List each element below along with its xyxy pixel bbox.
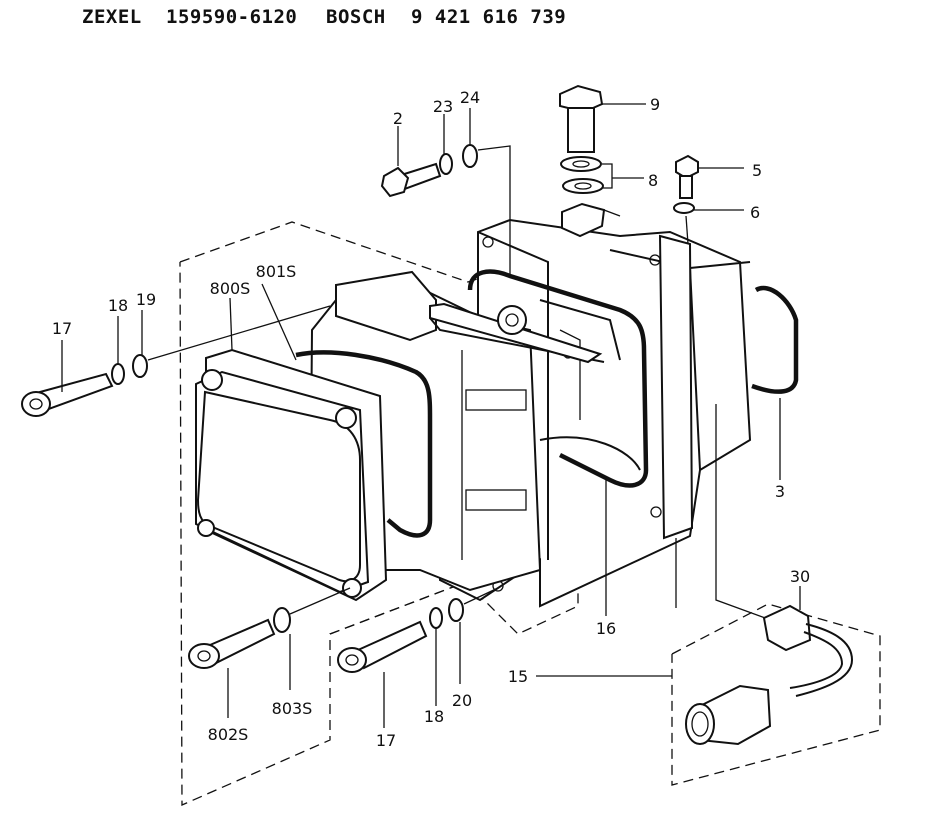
label-part-23: 23 — [433, 97, 453, 116]
screw-group-outline — [329, 581, 467, 635]
header-brand-bosch: BOSCH — [326, 6, 386, 28]
label-part-20: 20 — [452, 691, 472, 710]
header-zexel-part-number: 159590-6120 — [166, 6, 298, 28]
label-part-802s: 802S — [208, 725, 249, 744]
group-outlines — [179, 221, 881, 806]
callout-labels: 2 23 24 9 8 5 6 801S 800S 17 18 19 3 30 … — [52, 88, 810, 750]
bolt-17-lower — [337, 587, 499, 673]
banjo-bolt-9 — [559, 84, 621, 238]
label-part-803s: 803S — [272, 699, 313, 718]
gasket-16 — [467, 269, 649, 488]
label-part-19: 19 — [136, 290, 156, 309]
header-brand-zexel: ZEXEL — [82, 6, 142, 28]
label-part-16: 16 — [596, 619, 616, 638]
label-part-18-lower: 18 — [424, 707, 444, 726]
bolt-802s — [188, 587, 351, 669]
label-part-3: 3 — [775, 482, 785, 501]
gasket-801s — [295, 350, 433, 538]
label-part-24: 24 — [460, 88, 480, 107]
bolt-2 — [380, 144, 511, 276]
label-part-2: 2 — [393, 109, 403, 128]
screw-5 — [673, 154, 699, 245]
cover-group-outline — [179, 221, 579, 806]
label-part-6: 6 — [750, 203, 760, 222]
label-part-30: 30 — [790, 567, 810, 586]
label-part-17-lower: 17 — [376, 731, 396, 750]
cover-800s — [195, 348, 388, 602]
label-part-18-left: 18 — [108, 296, 128, 315]
label-part-800s: 800S — [210, 279, 251, 298]
connector-30 — [685, 404, 854, 746]
label-part-15: 15 — [508, 667, 528, 686]
label-part-8: 8 — [648, 171, 658, 190]
label-part-17-left: 17 — [52, 319, 72, 338]
leader-lines — [61, 103, 801, 728]
label-part-9: 9 — [650, 95, 660, 114]
bolt-17-left — [21, 305, 331, 417]
label-part-5: 5 — [752, 161, 762, 180]
seal-ring-3 — [751, 285, 799, 394]
header-bosch-part-number: 9 421 616 739 — [411, 6, 567, 28]
label-part-801s: 801S — [256, 262, 297, 281]
